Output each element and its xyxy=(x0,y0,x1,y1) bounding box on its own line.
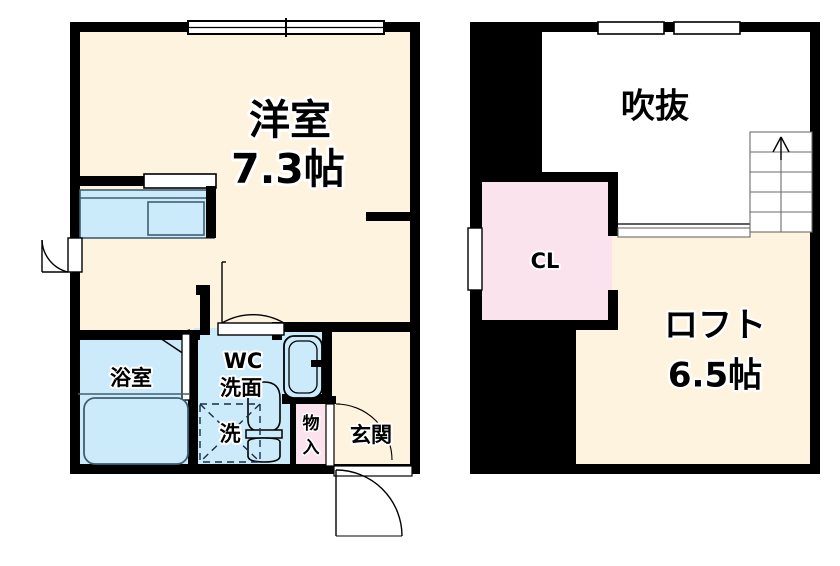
closet-label: CL xyxy=(531,249,560,273)
first-floor-plan: 洋室 7.3帖 浴室 WC 洗面 洗 物 入 玄関 xyxy=(41,18,420,537)
interior-wall-wc-upper-left xyxy=(196,285,210,295)
interior-wall-stub-right xyxy=(366,212,414,221)
loft-exterior-wall-right xyxy=(810,22,820,474)
wash-basin xyxy=(283,335,323,399)
entrance-door[interactable] xyxy=(333,465,413,537)
storage-label-bottom: 入 xyxy=(303,438,320,458)
washer-label: 洗 xyxy=(220,422,241,446)
entrance-label: 玄関 xyxy=(350,423,392,447)
closet-wall-right xyxy=(608,172,618,236)
wc-label: WC xyxy=(224,349,263,373)
entrance-floor xyxy=(336,402,412,468)
loft-window-left[interactable] xyxy=(597,21,665,35)
closet-wall-bottom xyxy=(476,320,618,330)
interior-wall-bath-wash xyxy=(188,330,198,474)
exterior-wall-right xyxy=(410,22,420,474)
entrance-inner-door[interactable] xyxy=(335,403,393,461)
storage-door[interactable] xyxy=(325,403,335,467)
structural-mass-top-left xyxy=(470,22,542,182)
interior-wall-corridor-right xyxy=(272,322,420,332)
closet-window[interactable] xyxy=(467,227,483,291)
main-room-floor xyxy=(78,30,412,288)
main-room-label: 洋室 xyxy=(249,96,331,144)
interior-wall-wet-top-left xyxy=(70,330,200,340)
washroom-door[interactable] xyxy=(217,261,285,336)
closet-wall-right-lower xyxy=(608,290,618,330)
storage-label-top: 物 xyxy=(303,413,320,434)
bathroom-fixtures xyxy=(78,329,191,465)
balcony-door[interactable] xyxy=(41,237,83,273)
loft-label: ロフト xyxy=(664,306,766,346)
structural-mass-bottom-left xyxy=(470,320,576,474)
loft-window-right[interactable] xyxy=(673,21,741,35)
lower-left-floor xyxy=(78,288,208,338)
loft-floor-upper xyxy=(612,228,810,348)
interior-wall-wc-upper xyxy=(200,285,210,335)
washer-space xyxy=(199,403,261,463)
bathtub xyxy=(83,397,189,465)
kitchen-counter xyxy=(78,173,217,239)
void-label: 吹抜 xyxy=(621,87,689,127)
washbasin-label: 洗面 xyxy=(220,376,262,400)
interior-wall-basin-right xyxy=(322,332,332,404)
exterior-wall-bottom xyxy=(70,464,420,474)
loft-size-label: 6.5帖 xyxy=(668,356,762,396)
loft-floor-plan: 吹抜 CL ロフト 6.5帖 xyxy=(467,21,820,474)
staircase[interactable] xyxy=(749,131,813,233)
loft-exterior-wall-bottom xyxy=(470,464,820,474)
main-room-size-label: 7.3帖 xyxy=(231,145,345,193)
main-room-window[interactable] xyxy=(187,18,385,37)
storage-floor xyxy=(294,402,330,468)
closet-wall-top xyxy=(476,172,618,182)
interior-wall-entrance-left xyxy=(290,398,296,468)
bathroom-label: 浴室 xyxy=(110,366,152,390)
toilet xyxy=(245,381,283,463)
closet-floor xyxy=(482,178,612,326)
interior-wall-entrance-top xyxy=(290,396,336,404)
